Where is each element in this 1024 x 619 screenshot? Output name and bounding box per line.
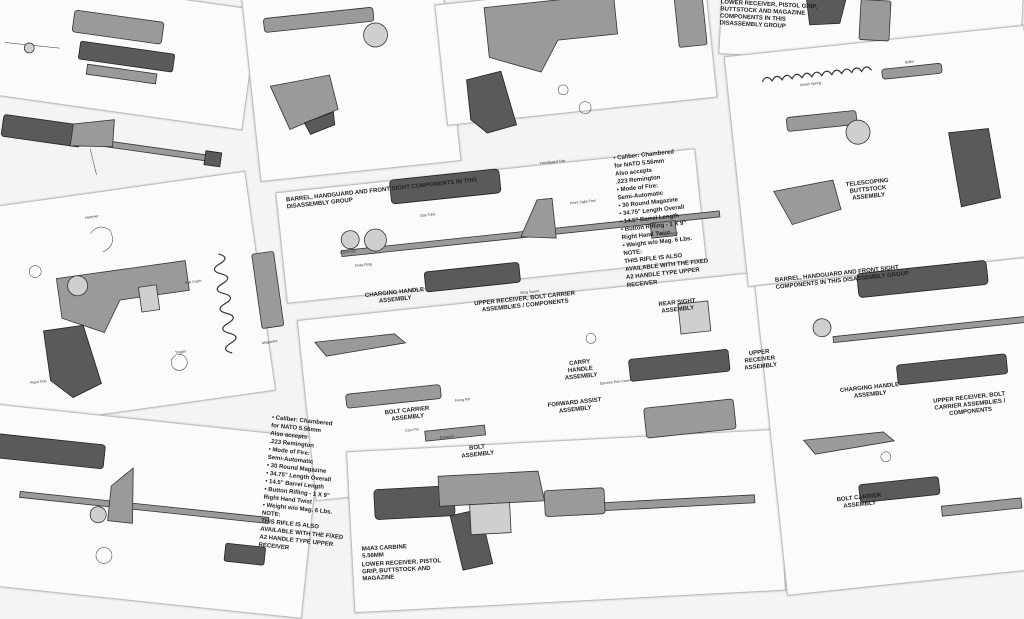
rifle-drawing-bottom-left <box>0 433 270 566</box>
buttstock-drawing-top-center <box>263 7 388 135</box>
rifle-drawing-bottom-center <box>373 470 756 571</box>
spec-list-center: • Caliber: Chambered for NATO 5.56mm Als… <box>613 146 710 290</box>
magazine-drawing-top-right <box>805 0 892 42</box>
upper-receiver-drawing-top-left <box>4 9 175 85</box>
barrel-group-drawing-center <box>340 168 721 293</box>
lower-receiver-drawing-left <box>28 226 190 398</box>
upper-receiver-drawing-center <box>314 300 737 442</box>
rifle-drawing-upper-left <box>0 114 223 175</box>
lower-receiver-drawing-top-middle <box>466 0 708 134</box>
buffer-drawing-right-upper <box>761 63 1002 226</box>
heading-lower-receiver: LOWER RECEIVER, PISTOL GRIP, BUTTSTOCK A… <box>719 0 818 30</box>
barrel-group-drawing-right <box>802 260 1024 517</box>
magazine-spring-drawing-left <box>213 251 285 354</box>
spec-list-left: • Caliber: Chambered for NATO 5.56mm Als… <box>258 414 355 558</box>
exploded-parts-illustration <box>0 0 1024 571</box>
